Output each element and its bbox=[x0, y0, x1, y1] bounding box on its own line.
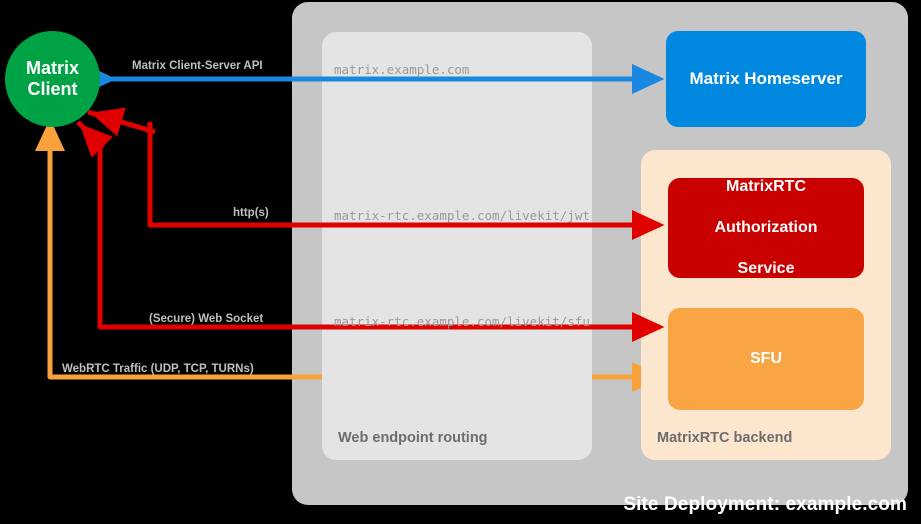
site-deployment-label: Site Deployment: example.com bbox=[623, 494, 907, 515]
matrix-homeserver-label: Matrix Homeserver bbox=[689, 69, 843, 88]
auth-service-label-line2: Authorization bbox=[714, 218, 818, 236]
connector-sfu-websocket bbox=[97, 135, 665, 342]
label-endpoint-matrix-example-com: matrix.example.com bbox=[334, 62, 470, 77]
label-endpoint-livekit-jwt: matrix-rtc.example.com/livekit/jwt bbox=[334, 208, 590, 223]
connector-websocket-arrowhead-client bbox=[76, 120, 114, 158]
auth-service-label: MatrixRTC Authorization Service bbox=[714, 177, 817, 279]
node-matrix-homeserver[interactable]: Matrix Homeserver bbox=[666, 31, 866, 127]
web-endpoint-routing-label: Web endpoint routing bbox=[338, 430, 488, 446]
label-protocol-webrtc-traffic: WebRTC Traffic (UDP, TCP, TURNs) bbox=[62, 363, 254, 375]
matrixrtc-backend-label: MatrixRTC backend bbox=[657, 430, 793, 446]
node-matrixrtc-authorization-service[interactable]: MatrixRTC Authorization Service bbox=[668, 178, 864, 278]
auth-service-label-line3: Service bbox=[737, 259, 795, 277]
node-sfu[interactable]: SFU bbox=[668, 308, 864, 410]
label-protocol-matrix-cs-api: Matrix Client-Server API bbox=[132, 60, 263, 72]
label-protocol-secure-websocket: (Secure) Web Socket bbox=[149, 313, 264, 325]
connector-jwt-arrowhead-client bbox=[87, 107, 156, 137]
label-endpoint-livekit-sfu: matrix-rtc.example.com/livekit/sfu bbox=[334, 314, 590, 329]
matrix-client-label-line2: Client bbox=[27, 79, 78, 99]
matrix-client-label-line1: Matrix bbox=[25, 58, 79, 79]
label-protocol-https: http(s) bbox=[233, 207, 269, 219]
web-endpoint-routing-group: Web endpoint routing bbox=[322, 32, 592, 460]
auth-service-label-line1: MatrixRTC bbox=[725, 177, 806, 195]
sfu-label: SFU bbox=[750, 350, 782, 367]
node-matrix-client[interactable]: Matrix Client bbox=[5, 31, 100, 127]
connector-jwt-http bbox=[147, 122, 665, 240]
